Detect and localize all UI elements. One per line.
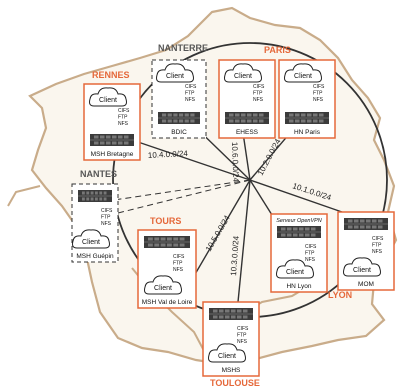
client-label: Client bbox=[82, 239, 100, 246]
protocol-label: NFS bbox=[305, 257, 316, 263]
site-name-label: MSH Bretagne bbox=[91, 151, 134, 158]
link-mshs bbox=[237, 179, 251, 303]
site-name-label: MOM bbox=[358, 281, 374, 288]
server-icon bbox=[158, 112, 200, 124]
cloud-icon bbox=[89, 87, 127, 107]
protocol-label: CIFS bbox=[237, 326, 249, 332]
city-label-lyon: LYON bbox=[328, 290, 352, 300]
city-label-paris: PARIS bbox=[264, 45, 291, 55]
subnet-label-toulouse: 10.3.0.0/24 bbox=[229, 235, 241, 276]
protocol-label: FTP bbox=[237, 333, 247, 339]
server-icon bbox=[209, 308, 253, 320]
protocol-label: CIFS bbox=[101, 208, 113, 214]
client-label: Client bbox=[353, 267, 371, 274]
protocol-label: FTP bbox=[173, 261, 183, 267]
cloud-icon bbox=[276, 259, 314, 279]
client-label: Client bbox=[286, 269, 304, 276]
cloud-icon bbox=[144, 275, 182, 295]
protocol-label: NFS bbox=[372, 249, 383, 255]
link-guepin-2 bbox=[113, 179, 251, 215]
site-name-label: MSHS bbox=[222, 367, 241, 374]
subnet-label-ehess: 10.6.0.0/24 bbox=[230, 142, 240, 183]
protocol-label: FTP bbox=[305, 251, 315, 257]
client-label: Client bbox=[218, 353, 236, 360]
site-nodes: ClientCIFSFTPNFSBDICClientCIFSFTPNFSEHES… bbox=[71, 59, 395, 377]
server-icon bbox=[225, 112, 269, 124]
protocol-label: NFS bbox=[313, 97, 324, 103]
link-bretagne bbox=[137, 141, 251, 181]
client-label: Client bbox=[154, 285, 172, 292]
city-label-nanterre: NANTERRE bbox=[158, 43, 208, 53]
city-label-nantes: NANTES bbox=[80, 169, 117, 179]
server-icon bbox=[90, 134, 134, 146]
site-name-label: MSH Guépin bbox=[76, 253, 114, 260]
protocol-label: FTP bbox=[118, 115, 128, 121]
serveur-openvpn-label: Serveur OpenVPN bbox=[276, 218, 322, 224]
site-name-label: HN Paris bbox=[294, 129, 321, 136]
client-label: Client bbox=[166, 73, 184, 80]
protocol-label: FTP bbox=[101, 215, 111, 221]
cloud-icon bbox=[208, 343, 246, 363]
server-icon bbox=[285, 112, 329, 124]
server-icon bbox=[78, 190, 112, 202]
server-icon bbox=[344, 218, 388, 230]
cloud-icon bbox=[72, 229, 110, 249]
protocol-label: NFS bbox=[185, 97, 196, 103]
client-label: Client bbox=[294, 73, 312, 80]
protocol-label: CIFS bbox=[305, 244, 317, 250]
client-label: Client bbox=[234, 73, 252, 80]
cloud-icon bbox=[224, 63, 262, 83]
protocol-label: NFS bbox=[237, 339, 248, 345]
protocol-label: CIFS bbox=[253, 84, 265, 90]
protocol-label: FTP bbox=[372, 243, 382, 249]
protocol-label: CIFS bbox=[118, 108, 130, 114]
protocol-label: NFS bbox=[101, 221, 112, 227]
site-name-label: EHESS bbox=[236, 129, 259, 136]
client-label: Client bbox=[99, 97, 117, 104]
site-name-label: MSH Val de Loire bbox=[142, 299, 193, 306]
subnet-label-bretagne: 10.4.0.0/24 bbox=[148, 149, 189, 160]
city-label-toulouse: TOULOUSE bbox=[210, 378, 260, 388]
region-border bbox=[7, 185, 41, 207]
site-name-label: BDIC bbox=[171, 129, 187, 136]
protocol-label: CIFS bbox=[372, 236, 384, 242]
city-label-rennes: RENNES bbox=[92, 70, 130, 80]
protocol-label: CIFS bbox=[185, 84, 197, 90]
protocol-label: FTP bbox=[313, 91, 323, 97]
protocol-label: FTP bbox=[185, 91, 195, 97]
city-label-tours: TOURS bbox=[150, 216, 181, 226]
link-guepin bbox=[113, 179, 251, 201]
cloud-icon bbox=[156, 63, 194, 83]
protocol-label: NFS bbox=[253, 97, 264, 103]
protocol-label: FTP bbox=[253, 91, 263, 97]
server-icon bbox=[144, 236, 190, 248]
protocol-label: NFS bbox=[173, 267, 184, 273]
server-icon bbox=[277, 226, 321, 238]
site-name-label: HN Lyon bbox=[286, 283, 311, 290]
link-mom bbox=[249, 179, 343, 213]
protocol-label: NFS bbox=[118, 121, 129, 127]
protocol-label: CIFS bbox=[313, 84, 325, 90]
protocol-label: CIFS bbox=[173, 254, 185, 260]
cloud-icon bbox=[284, 63, 322, 83]
link-hn-lyon bbox=[249, 179, 273, 216]
cloud-icon bbox=[343, 257, 381, 277]
